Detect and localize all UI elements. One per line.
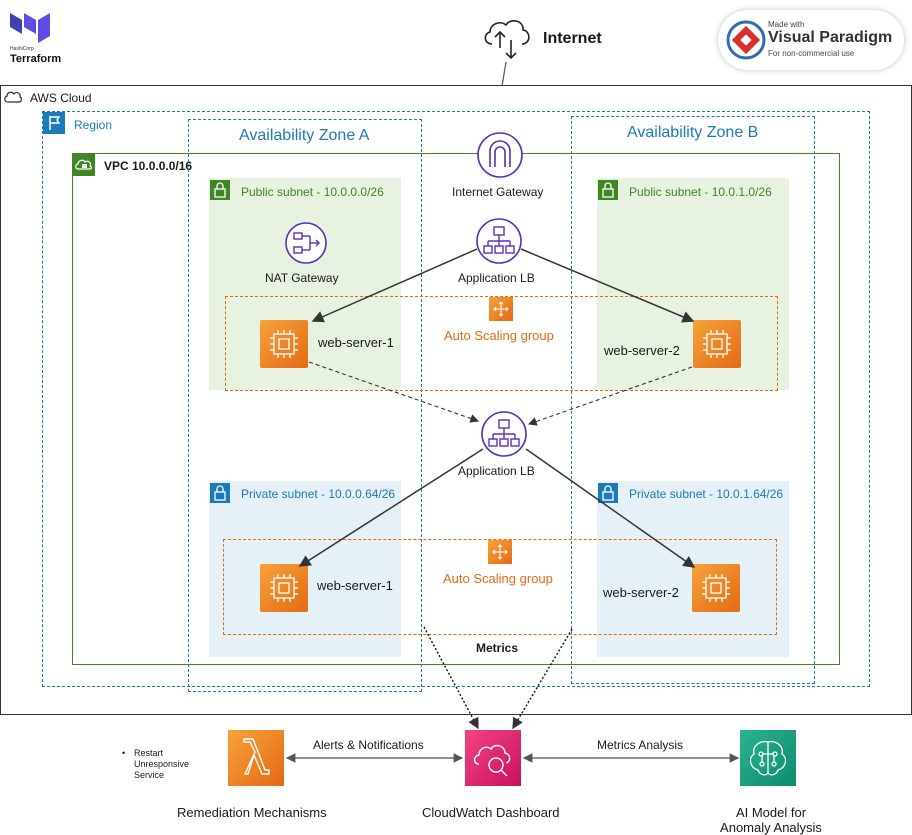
restart-bullet-text: Restart Unresponsive Service <box>134 748 190 780</box>
application-load-balancer-icon <box>480 410 528 458</box>
terraform-icon <box>10 13 50 43</box>
vp-made-with: Made with <box>768 20 805 29</box>
aws-cloud-label: AWS Cloud <box>30 91 92 105</box>
ec2-instance-icon <box>260 320 308 368</box>
region-label: Region <box>74 118 113 132</box>
aws-cloud-icon <box>4 90 22 104</box>
internet-link-line <box>500 62 508 86</box>
web-server-2-public-label: web-server-2 <box>604 343 680 358</box>
public-subnet-a-label: Public subnet - 10.0.0.0/26 <box>241 185 384 199</box>
vp-note: For non-commercial use <box>768 49 855 58</box>
lambda-icon <box>228 730 284 786</box>
visual-paradigm-icon <box>726 20 766 60</box>
region-flag-icon <box>43 112 65 134</box>
remediation-label: Remediation Mechanisms <box>177 805 327 820</box>
lock-icon <box>598 180 618 200</box>
ec2-instance-icon <box>692 564 740 612</box>
lock-icon <box>210 180 230 200</box>
web-server-1-private-label: web-server-1 <box>317 578 393 593</box>
ec2-instance-icon <box>260 564 308 612</box>
nat-gateway-label: NAT Gateway <box>265 271 339 285</box>
internet-label: Internet <box>543 30 602 47</box>
ai-model-label: AI Model for Anomaly Analysis <box>720 805 822 835</box>
auto-scaling-group-private <box>223 539 777 635</box>
cloudwatch-icon <box>465 730 521 786</box>
public-subnet-b-label: Public subnet - 10.0.1.0/26 <box>629 185 772 199</box>
terraform-small-text: HashiCorp <box>10 46 34 52</box>
ec2-instance-icon <box>693 320 741 368</box>
terraform-name: Terraform <box>10 53 62 65</box>
vpc-label: VPC 10.0.0.0/16 <box>104 159 193 173</box>
cloudwatch-label: CloudWatch Dashboard <box>422 805 560 820</box>
auto-scaling-icon <box>488 540 512 564</box>
web-server-2-private-label: web-server-2 <box>603 585 679 600</box>
alb-public-label: Application LB <box>458 271 535 285</box>
auto-scaling-group-private-label: Auto Scaling group <box>443 571 553 586</box>
metrics-label: Metrics <box>476 641 519 655</box>
lock-icon <box>210 483 230 503</box>
restart-bullet-list: • Restart Unresponsive Service <box>122 748 212 781</box>
auto-scaling-icon <box>489 297 513 321</box>
alb-private-label: Application LB <box>458 464 535 478</box>
visual-paradigm-badge: Made with Visual Paradigm For non-commer… <box>718 10 904 70</box>
ml-model-icon <box>740 730 796 786</box>
vp-brand: Visual Paradigm <box>768 29 893 46</box>
vpc-icon <box>73 154 95 176</box>
availability-zone-b-label: Availability Zone B <box>627 124 759 141</box>
web-server-1-public-label: web-server-1 <box>318 335 394 350</box>
nat-gateway-icon <box>284 221 328 265</box>
internet-gateway-icon <box>476 131 524 179</box>
internet-gateway-label: Internet Gateway <box>452 185 544 199</box>
application-load-balancer-icon <box>475 217 523 265</box>
auto-scaling-group-public <box>225 296 778 391</box>
alerts-label: Alerts & Notifications <box>313 738 424 752</box>
metrics-analysis-label: Metrics Analysis <box>597 738 684 752</box>
internet-cloud-icon <box>480 14 532 62</box>
availability-zone-a-label: Availability Zone A <box>239 127 370 144</box>
terraform-logo: HashiCorp Terraform <box>8 10 70 68</box>
auto-scaling-group-public-label: Auto Scaling group <box>444 328 554 343</box>
